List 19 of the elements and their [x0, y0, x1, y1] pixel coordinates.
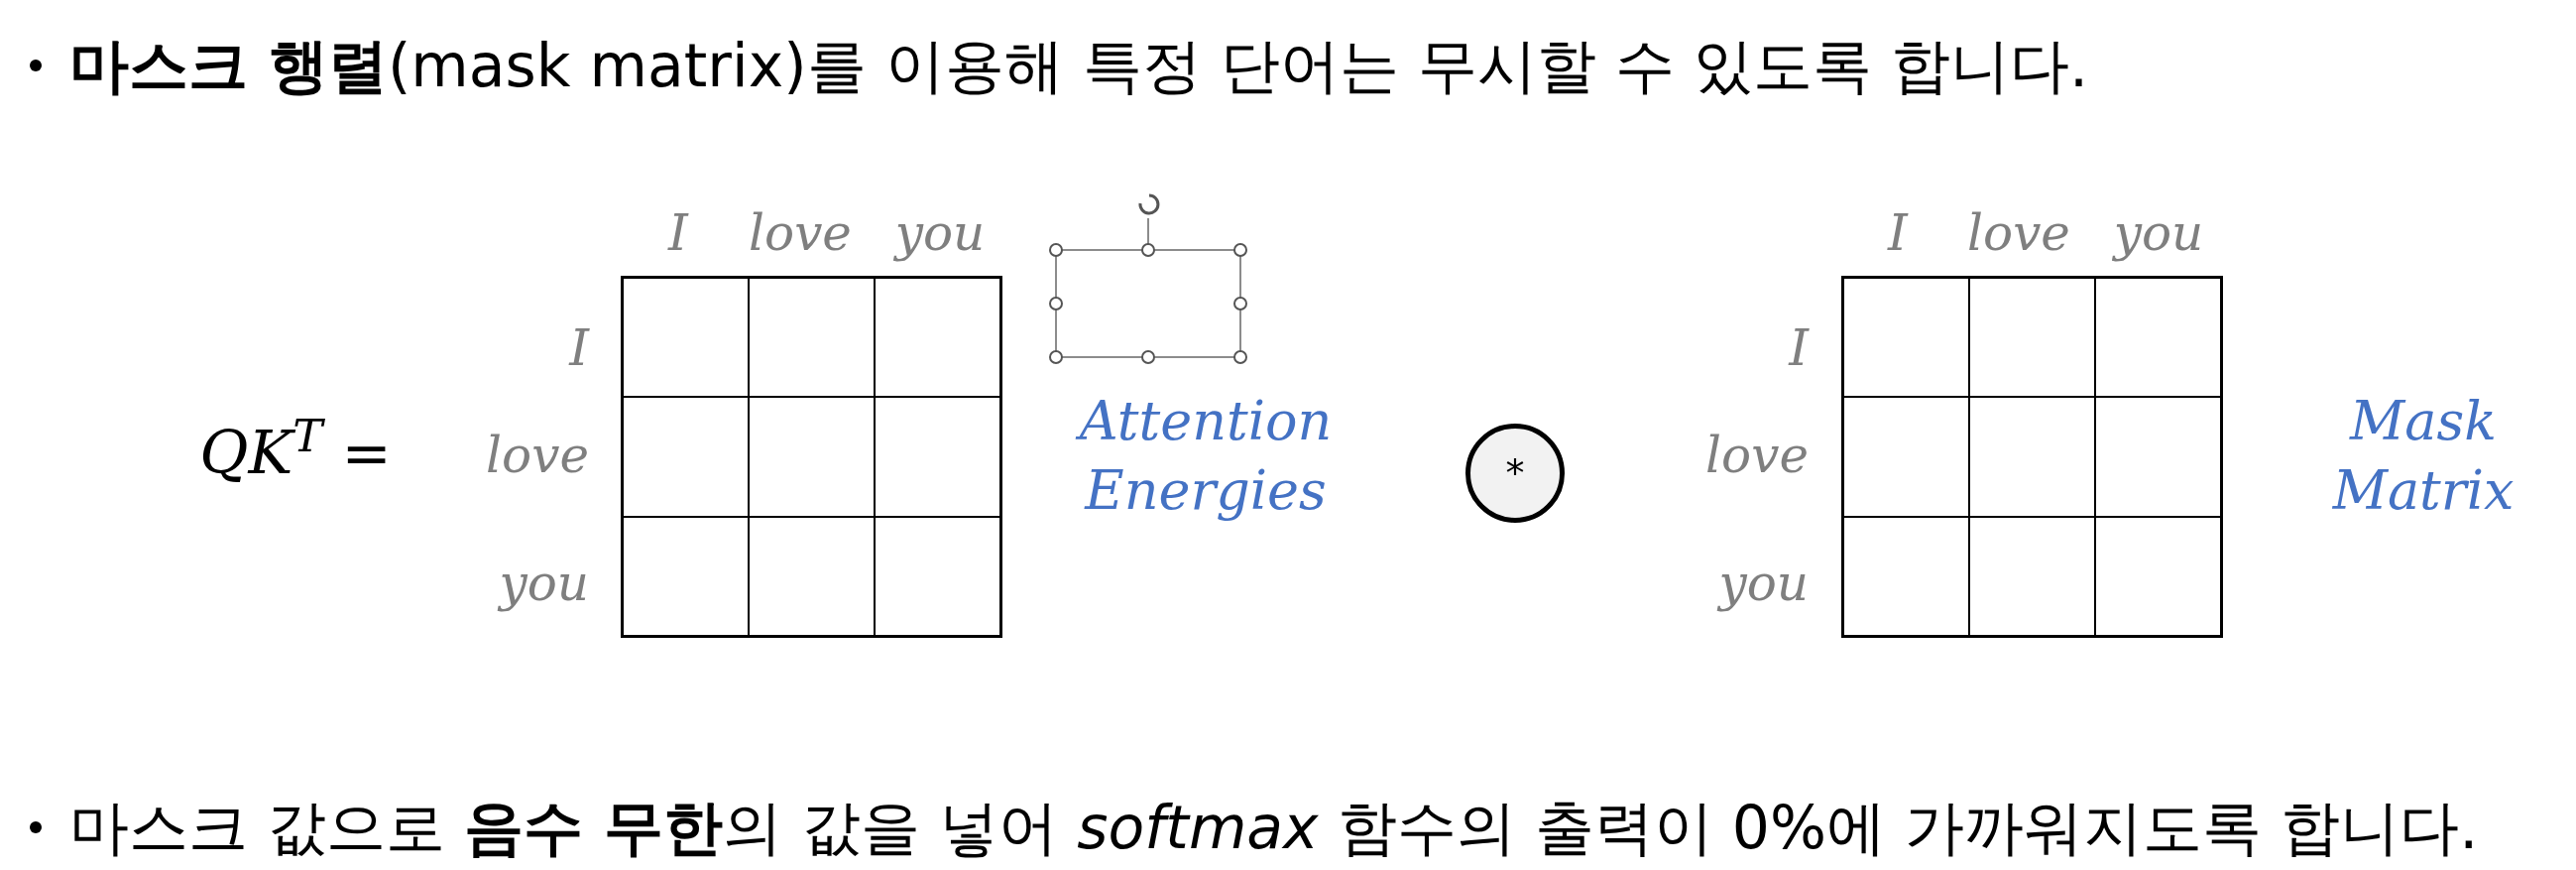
matrix-grid [621, 276, 1002, 638]
math-expression: QK$^{T}$ = [199, 408, 392, 489]
matrix-grid [1841, 276, 2223, 638]
bullet-text: 마스크 행렬(mask matrix)를 이용해 특정 단어는 무시할 수 있도록 합니다. [69, 31, 2089, 100]
token-label: I [668, 202, 688, 264]
token-label: I [1888, 202, 1908, 264]
matrix-caption: Mask Matrix [2331, 388, 2516, 524]
bullet-text: 마스크 값으로 음수 무한의 값을 넣어 softmax 함수의 출력이 0%에 가까워지도록 합니다. [69, 793, 2479, 862]
token-label: I [569, 317, 589, 379]
token-label: love [1705, 425, 1809, 486]
token-label: you [2113, 202, 2204, 264]
token-label: you [1718, 553, 1809, 614]
token-label: love [749, 202, 852, 264]
token-label: I [1789, 317, 1809, 379]
token-label: you [499, 553, 589, 614]
token-label: you [894, 202, 986, 264]
token-label: love [486, 425, 589, 486]
token-label: love [1967, 202, 2070, 264]
matrix-caption: Attention Energies [1037, 386, 1374, 527]
